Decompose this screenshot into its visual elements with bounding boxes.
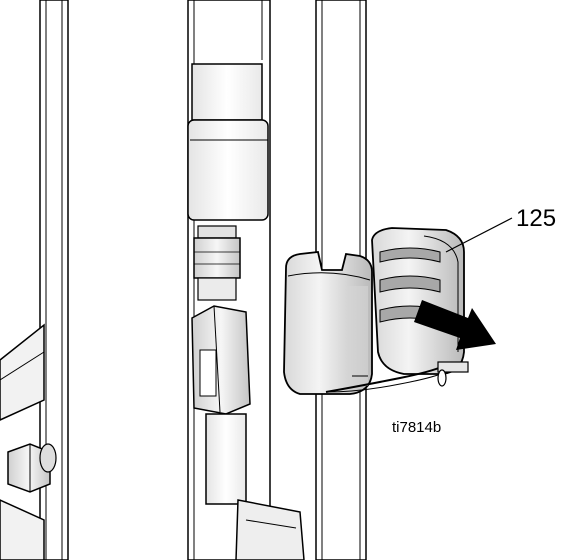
removal-arrow <box>414 300 496 350</box>
left-bracket <box>0 323 45 560</box>
retaining-clip-left-half <box>283 251 373 395</box>
callout-leader-line <box>445 217 513 253</box>
retaining-wire <box>325 361 469 393</box>
callout-number: 125 <box>516 205 556 232</box>
retaining-clip-right-half <box>371 227 465 375</box>
figure-id: ti7814b <box>392 419 441 436</box>
pump-body <box>187 0 305 560</box>
hex-bolt <box>7 443 57 493</box>
